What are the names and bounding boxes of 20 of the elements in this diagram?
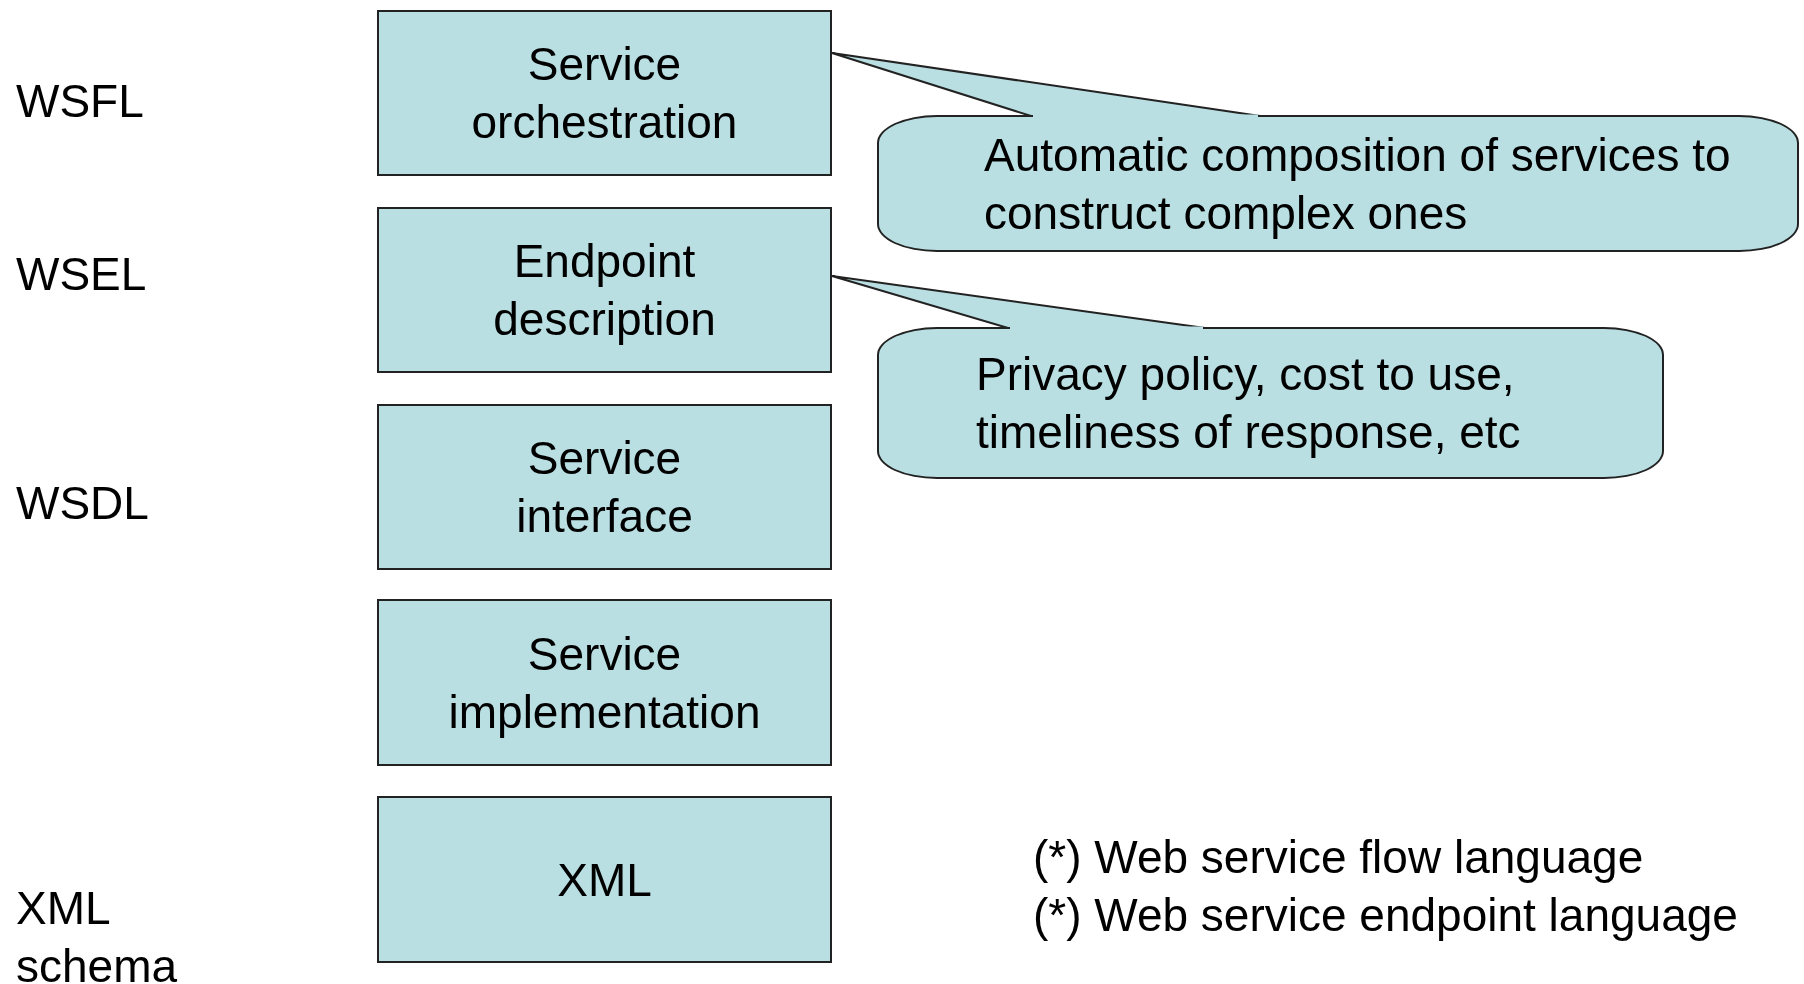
footnote: (*) Web service endpoint language bbox=[1033, 888, 1738, 943]
node-text: Service orchestration bbox=[471, 37, 738, 150]
node-text: Endpoint description bbox=[493, 234, 716, 347]
node-text: Service implementation bbox=[448, 626, 761, 740]
node-text: XML bbox=[557, 852, 652, 908]
layer-name: XML schema bbox=[16, 881, 179, 984]
layer-box bbox=[377, 207, 832, 373]
node-text: Service interface bbox=[516, 431, 693, 544]
layer-name: WSDL bbox=[16, 476, 149, 531]
footnote: (*) Web service flow language bbox=[1033, 830, 1644, 885]
node-text: Privacy policy, cost to use, timeliness of response, etc bbox=[976, 347, 1522, 460]
callout-pointer bbox=[831, 275, 1206, 329]
layer-name: WSFL bbox=[16, 74, 144, 129]
layer-name: WSEL bbox=[16, 247, 147, 302]
node-text: Automatic composition of services to construct complex ones bbox=[984, 127, 1732, 241]
layer-box bbox=[377, 10, 832, 176]
layer-box bbox=[377, 796, 832, 963]
callout-pointer bbox=[831, 52, 1261, 117]
layer-box bbox=[377, 599, 832, 766]
layer-box bbox=[377, 404, 832, 570]
